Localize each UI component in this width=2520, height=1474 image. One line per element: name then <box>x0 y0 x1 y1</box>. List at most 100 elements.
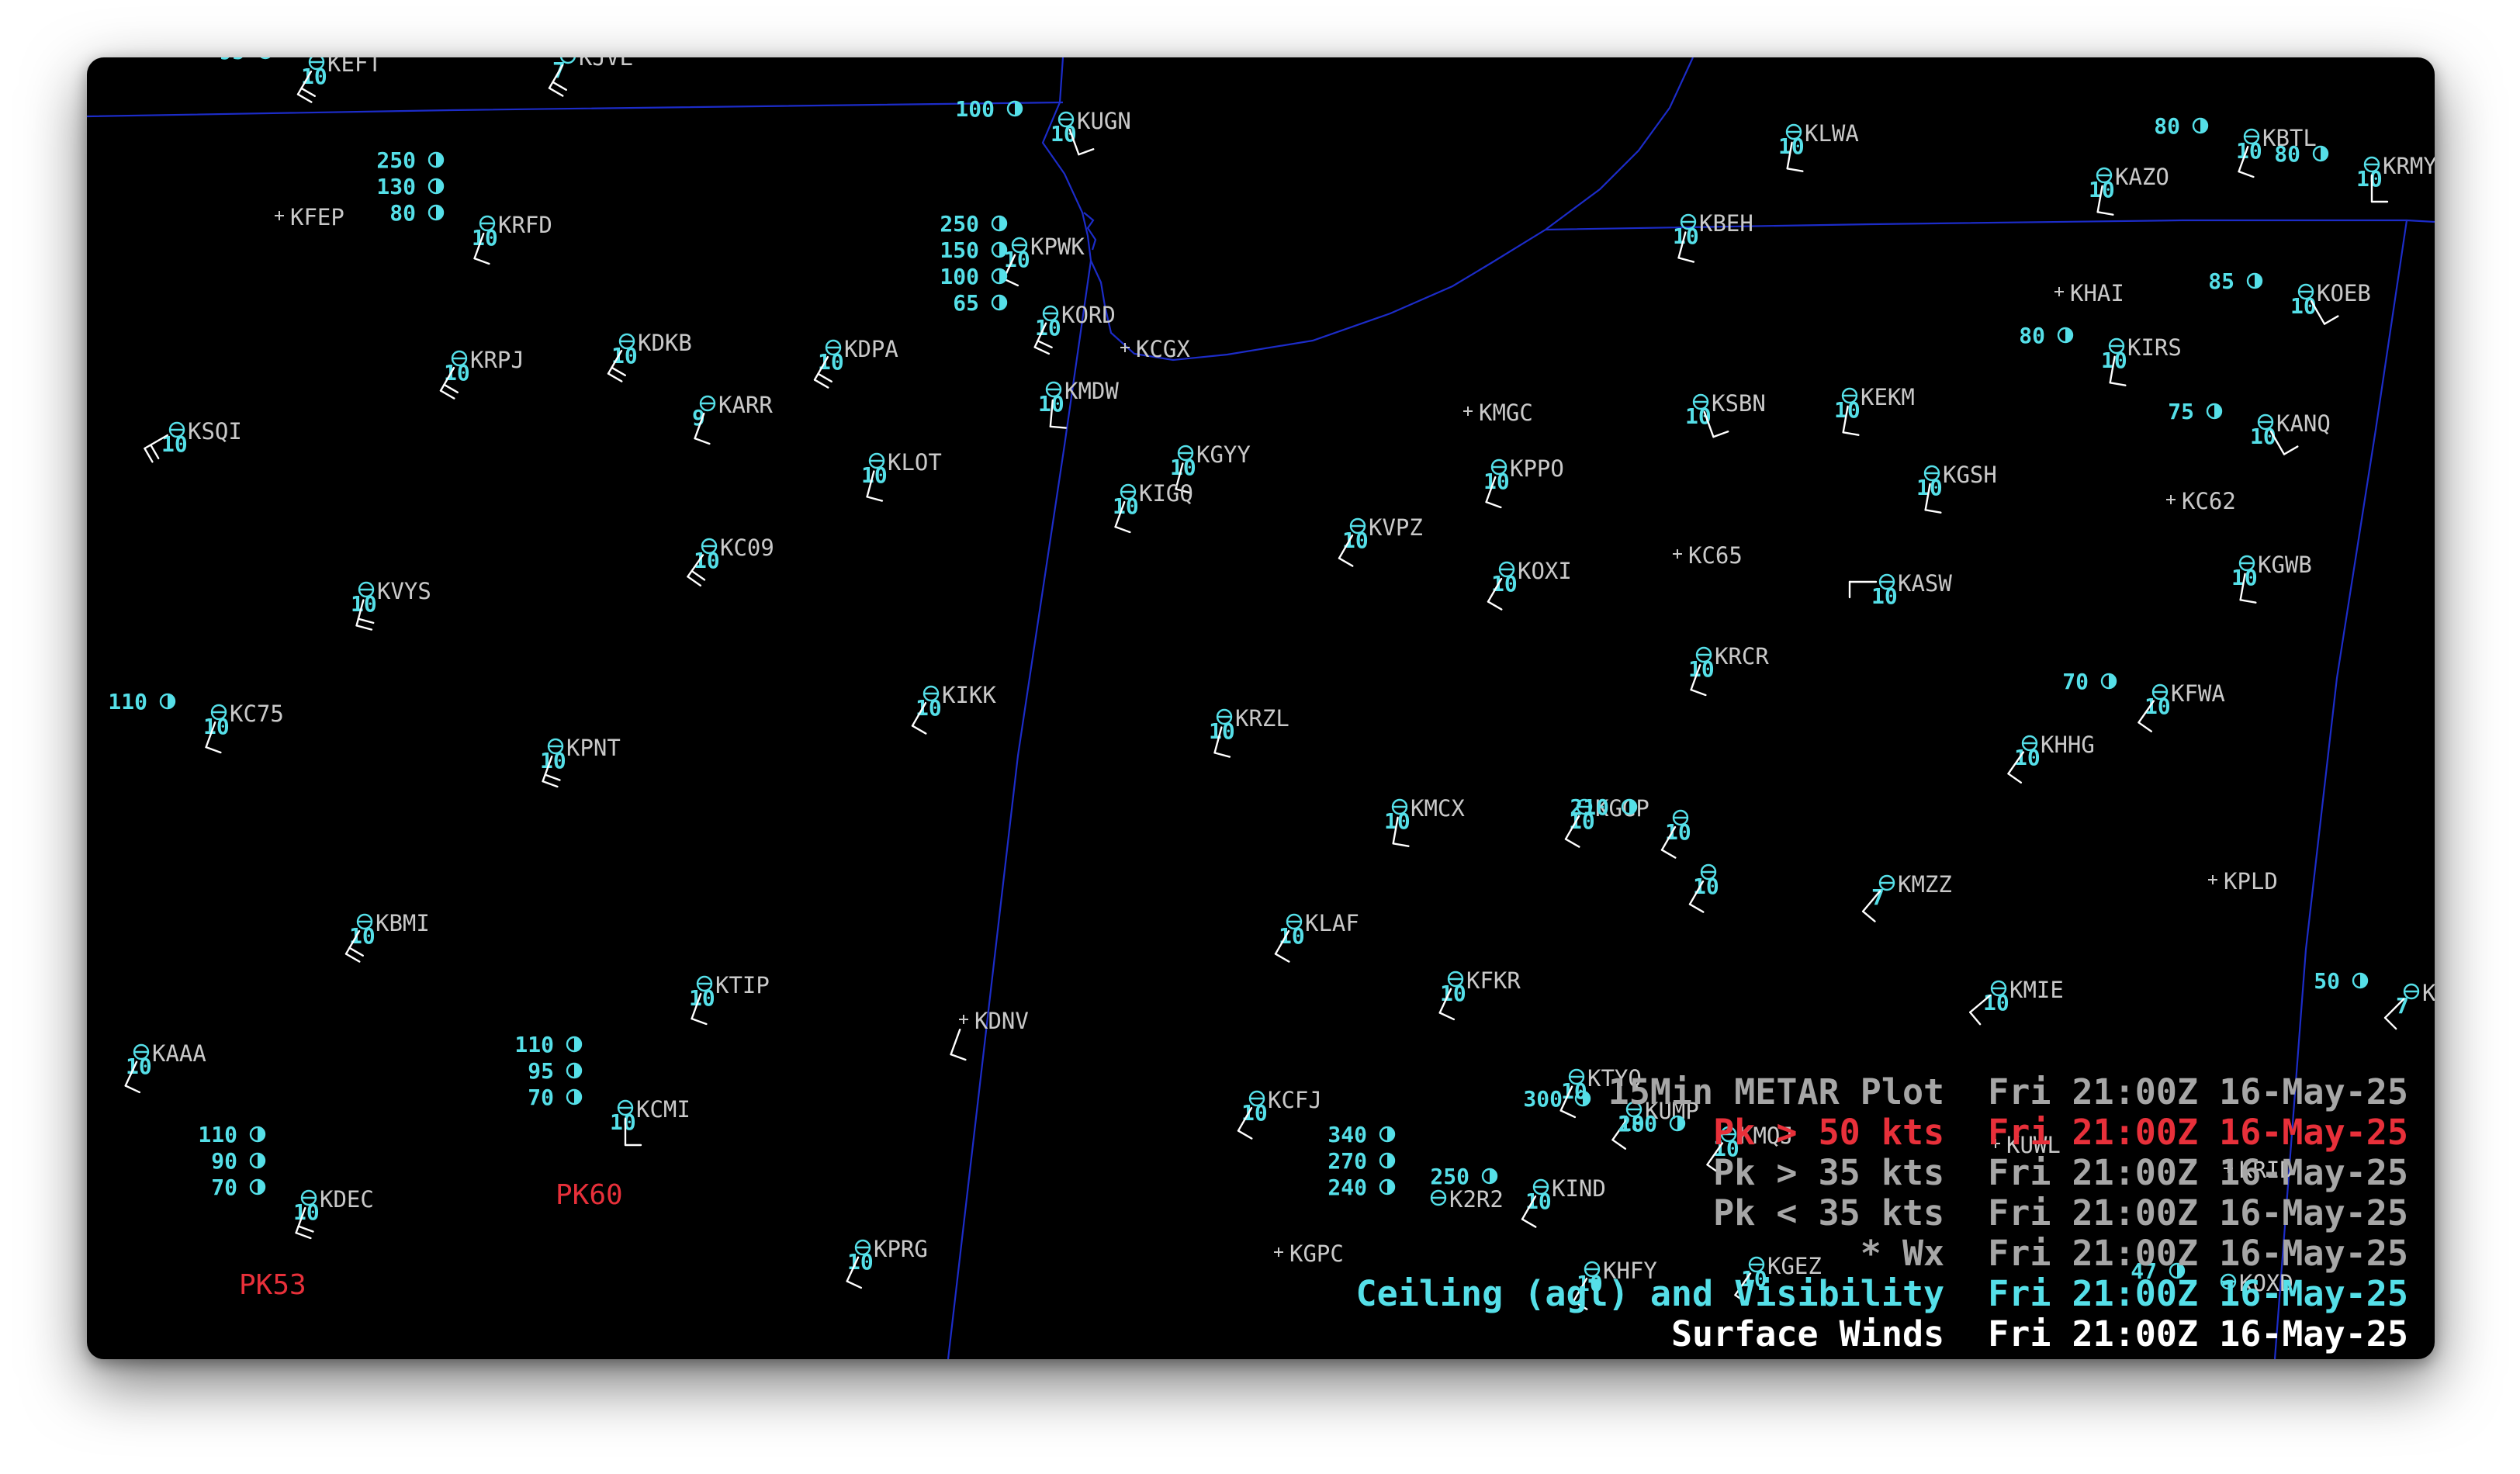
visibility-value: 10 <box>444 360 470 386</box>
cloud-layer-icon <box>999 296 1006 310</box>
ceiling-value: 110 <box>198 1122 237 1147</box>
wind-barb-feather <box>1924 509 1942 514</box>
wind-barb-feather <box>344 953 361 963</box>
visibility-value: 10 <box>293 1199 320 1225</box>
wind-barb-shaft <box>1572 1277 1588 1303</box>
station-id-label: KTIP <box>715 972 770 998</box>
legend-time: Fri 21:00Z 16-May-25 <box>1988 1071 2408 1112</box>
visibility-value: 10 <box>689 985 715 1011</box>
wind-barb-feather <box>1660 849 1677 859</box>
ceiling-value: 250 <box>1430 1164 1469 1189</box>
legend-label: 15Min METAR Plot <box>1608 1071 1945 1112</box>
wind-barb-feather <box>2007 773 2023 784</box>
visibility-value: 10 <box>1209 718 1235 744</box>
ceiling-value: 90 <box>211 1148 237 1174</box>
visibility-value: 10 <box>540 748 566 773</box>
wind-barb-shaft <box>687 554 704 578</box>
wind-barb-feather <box>1611 1139 1627 1150</box>
visibility-value: 10 <box>2014 745 2041 770</box>
station-id-label: KTYQ <box>1587 1065 1642 1092</box>
ceiling-value: 47 <box>2131 1258 2157 1284</box>
wind-barb-feather <box>1487 600 1503 611</box>
visibility-value: 10 <box>1983 990 2009 1016</box>
cloud-layer-icon <box>1387 1154 1394 1168</box>
wind-barb-shaft <box>2239 573 2246 601</box>
station-id-label: KHHG <box>2041 732 2095 758</box>
visibility-value: 10 <box>1665 819 1691 845</box>
legend-time: Fri 21:00Z 16-May-25 <box>1988 1192 2408 1234</box>
peak-wind-label: PK53 <box>239 1269 306 1301</box>
visibility-value: 10 <box>818 349 844 375</box>
station-id-label: KIGQ <box>1139 480 1193 507</box>
ceiling-value: 80 <box>2274 141 2300 167</box>
station-plot: KCGX <box>1120 336 1190 362</box>
wind-barb-shaft <box>144 434 169 450</box>
station-id-label: KSBN <box>1712 390 1766 417</box>
visibility-value: 10 <box>1871 583 1898 609</box>
station-id-label: KMCX <box>1411 795 1465 822</box>
wind-barb-shaft <box>2109 355 2116 384</box>
visibility-value: 10 <box>1685 403 1712 429</box>
wind-barb-feather <box>2096 211 2114 216</box>
legend-label: Ceiling (agl) and Visibility <box>1355 1273 1945 1314</box>
wind-barb-shaft <box>1842 405 1849 434</box>
wind-barb-shaft <box>1564 815 1580 840</box>
visibility-value: 10 <box>1569 808 1595 834</box>
wind-barb-feather <box>144 447 154 463</box>
ceiling-value: 70 <box>211 1175 237 1200</box>
wind-barb-shaft <box>124 1061 138 1087</box>
cloud-layer-icon <box>999 243 1006 257</box>
station-id-label: KIRS <box>2127 334 2182 361</box>
station-plot: KUWL <box>1991 1132 2061 1158</box>
ceiling-value: 70 <box>528 1085 554 1110</box>
station-id-label: KRCR <box>1715 643 1769 670</box>
wind-barb-shaft <box>2310 299 2326 325</box>
station-id-label: KGYY <box>1196 441 1251 468</box>
ceiling-value: 70 <box>2062 669 2089 694</box>
station-id-label: KUGN <box>1077 108 1131 134</box>
visibility-value: 10 <box>1241 1100 1268 1126</box>
wind-barb-feather <box>1559 1109 1577 1119</box>
wind-barb-shaft <box>1521 1195 1537 1220</box>
visibility-value: 10 <box>1577 1271 1603 1296</box>
station-id-label: KRMY <box>2383 153 2435 179</box>
visibility-value: 10 <box>1693 874 1719 899</box>
station-id-label: KVPZ <box>1369 514 1423 541</box>
wind-barb-shaft <box>1237 1106 1253 1132</box>
station-id-label: KARR <box>718 392 773 418</box>
legend-label: * Wx <box>1860 1233 1945 1274</box>
surface-observation-map[interactable]: KEFT1095KJVL795KUGN10100KLWA10KAZO10KBTL… <box>87 57 2435 1359</box>
wind-barb-shaft <box>1861 890 1881 912</box>
ceiling-value: 80 <box>389 200 416 226</box>
wind-barb-feather <box>1485 500 1502 509</box>
legend-time: Fri 21:00Z 16-May-25 <box>1988 1152 2408 1193</box>
wind-barb-feather <box>552 81 568 91</box>
wind-barb-shaft <box>205 721 216 749</box>
station-id-label: KFWA <box>2171 680 2225 707</box>
station-id-label: KFKR <box>1466 967 1521 994</box>
wind-barb-feather <box>1213 752 1231 758</box>
wind-barb-feather <box>205 746 222 754</box>
wind-barb-shaft <box>1274 929 1290 955</box>
wind-barb-feather <box>2323 315 2339 325</box>
station-id-label: KDKB <box>638 330 692 356</box>
wind-barb-shaft <box>1611 1117 1629 1141</box>
station-id-label: KGWB <box>2258 552 2312 578</box>
